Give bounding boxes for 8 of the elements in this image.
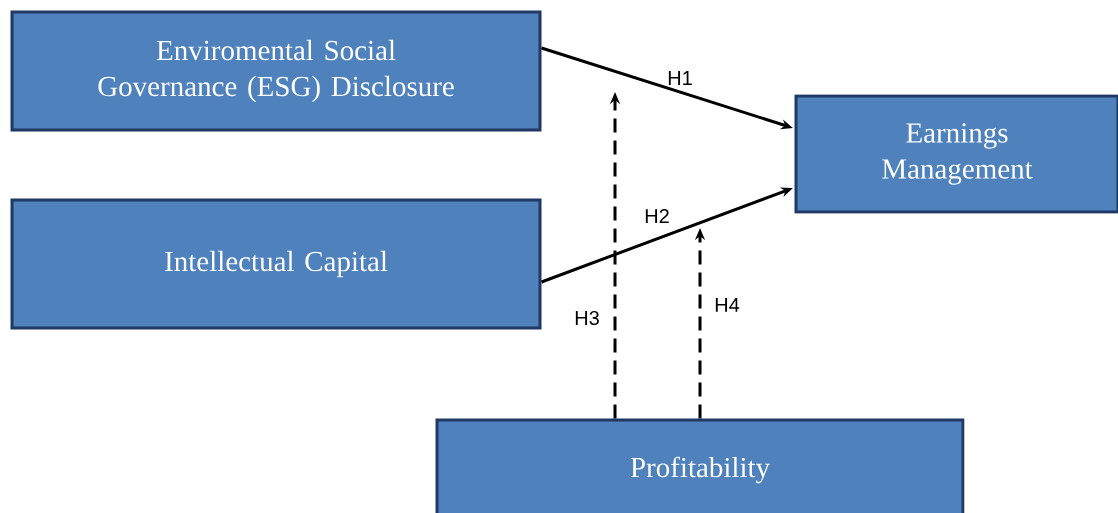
edge-label: H1 <box>666 70 694 86</box>
process-box: Earnings Management <box>794 94 1118 214</box>
edge-label: H2 <box>643 208 671 224</box>
process-box: Intellectual Capital <box>10 198 542 330</box>
process-box: Enviromental Social Governance (ESG) Disclosure <box>10 10 542 132</box>
edge-label: H4 <box>713 297 741 313</box>
process-box: Profitability <box>435 418 965 513</box>
edge-label: H3 <box>573 309 601 327</box>
